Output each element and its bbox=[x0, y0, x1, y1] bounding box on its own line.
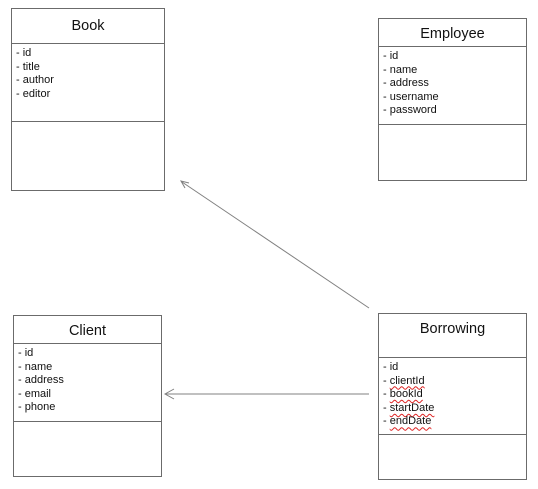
class-employee[interactable]: Employee - id - name - address - usernam… bbox=[378, 18, 527, 181]
class-borrowing[interactable]: Borrowing - id - clientId - bookId - sta… bbox=[378, 313, 527, 480]
attribute-list: - id - title - author - editor bbox=[12, 44, 164, 122]
attribute: - clientId bbox=[383, 375, 526, 389]
attribute: - email bbox=[18, 387, 52, 400]
attribute-name: bookId bbox=[389, 388, 423, 401]
attribute: - id bbox=[383, 361, 526, 375]
class-name: Client bbox=[14, 316, 161, 344]
attribute: - title bbox=[16, 60, 40, 73]
association-line bbox=[181, 181, 370, 309]
attribute: - author bbox=[16, 74, 54, 87]
arrowhead-icon bbox=[163, 388, 175, 400]
attribute: - name bbox=[18, 360, 53, 373]
attribute: - address bbox=[383, 77, 429, 90]
attribute-prefix: - bbox=[383, 361, 390, 373]
association-borrowing-book[interactable] bbox=[179, 180, 370, 309]
attribute-prefix: - bbox=[383, 374, 390, 387]
class-name: Book bbox=[12, 9, 164, 44]
attribute-prefix: - bbox=[383, 401, 390, 414]
attribute: - endDate bbox=[383, 415, 526, 429]
attribute: - password bbox=[383, 104, 437, 117]
attribute: - address bbox=[18, 374, 64, 387]
attribute-name: endDate bbox=[389, 415, 432, 428]
arrowhead-icon bbox=[179, 180, 190, 189]
class-client[interactable]: Client - id - name - address - email - p… bbox=[13, 315, 162, 477]
attribute: - startDate bbox=[383, 402, 526, 416]
attribute: - editor bbox=[16, 87, 51, 100]
attribute: - id bbox=[383, 50, 399, 62]
class-book[interactable]: Book - id - title - author - editor bbox=[11, 8, 165, 191]
attribute-name: clientId bbox=[389, 374, 425, 387]
attribute: - id bbox=[18, 347, 34, 359]
attribute-name: id bbox=[389, 361, 399, 373]
attribute-list: - id - clientId - bookId - startDate - e… bbox=[379, 358, 526, 435]
attribute-name: startDate bbox=[389, 401, 435, 414]
class-name: Borrowing bbox=[379, 314, 526, 358]
attribute: - username bbox=[383, 90, 439, 103]
attribute: - bookId bbox=[383, 388, 526, 402]
class-name: Employee bbox=[379, 19, 526, 47]
attribute-list: - id - name - address - email - phone bbox=[14, 344, 161, 422]
attribute-list: - id - name - address - username - passw… bbox=[379, 47, 526, 125]
attribute: - id bbox=[16, 47, 32, 59]
attribute: - name bbox=[383, 63, 418, 76]
attribute-prefix: - bbox=[383, 415, 390, 428]
attribute: - phone bbox=[18, 401, 56, 414]
association-borrowing-client[interactable] bbox=[163, 388, 369, 400]
attribute-prefix: - bbox=[383, 388, 390, 401]
